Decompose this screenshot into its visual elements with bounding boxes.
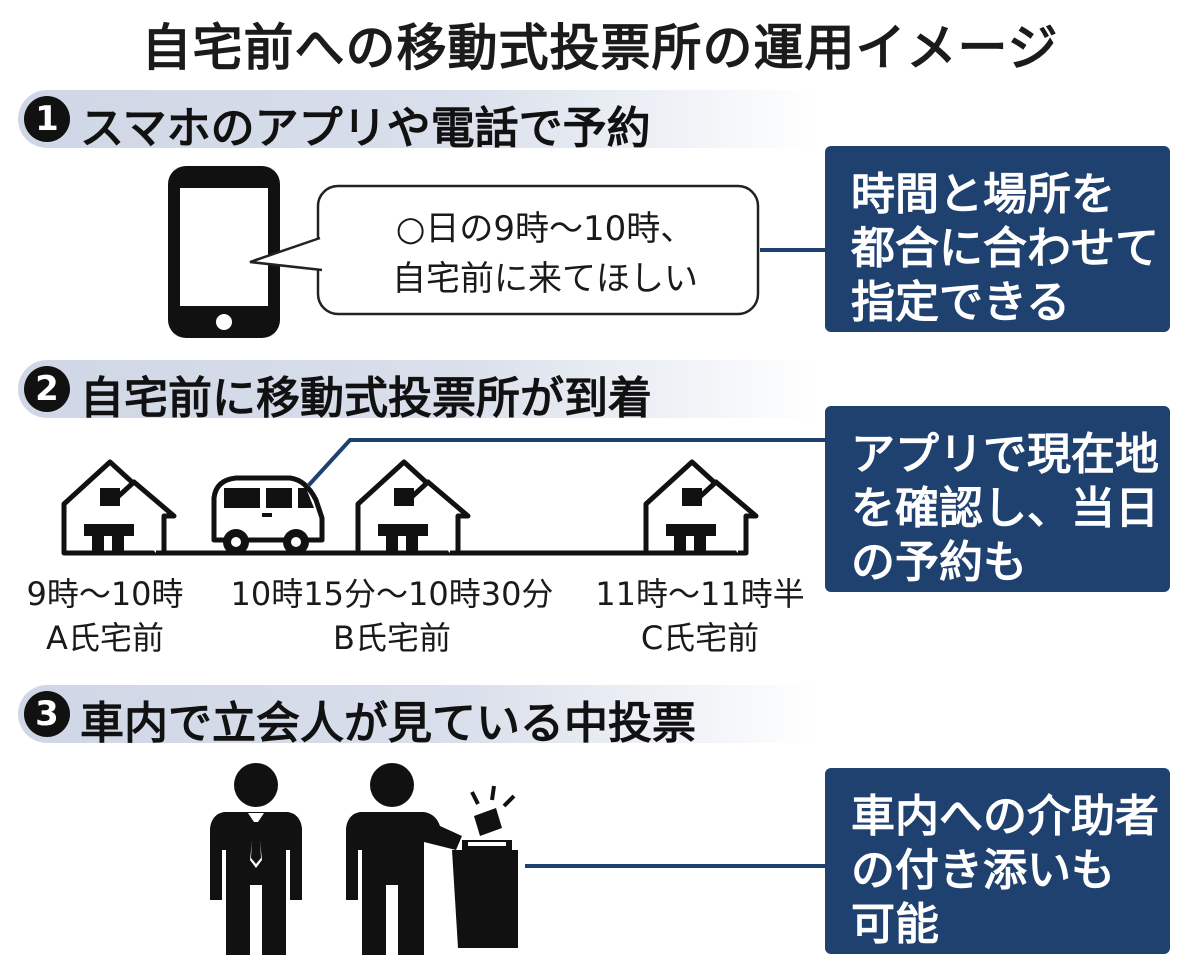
- info-box-2-line-3: の予約も: [851, 537, 1027, 588]
- step-1-number: 1: [24, 96, 70, 142]
- info-box-3-line-2: の付き添いも: [851, 845, 1115, 896]
- house-icon-c: [643, 459, 759, 556]
- info-box-1-line-3: 指定できる: [851, 277, 1071, 328]
- person-icon-2: [346, 763, 462, 955]
- house-c-name: C氏宅前: [640, 619, 760, 657]
- house-b-time: 10時15分～10時30分: [230, 575, 554, 613]
- info-box-3-line-1: 車内への介助者: [851, 791, 1159, 842]
- house-a-time: 9時～10時: [26, 575, 184, 613]
- connector-line-2: [306, 438, 825, 488]
- ballot-box-icon: [452, 785, 518, 948]
- house-icon-b: [355, 459, 471, 556]
- step-3-bar: [18, 685, 818, 743]
- step-2-number: 2: [24, 366, 70, 412]
- info-box-2-line-2: を確認し、当日: [851, 483, 1159, 534]
- speech-bubble-text: ○日の9時～10時、 自宅前に来てほしい: [340, 204, 750, 304]
- smartphone-icon: [168, 166, 280, 338]
- info-box-1-line-2: 都合に合わせて: [851, 223, 1159, 274]
- info-box-3-line-3: 可能: [851, 899, 939, 950]
- house-a-name: A氏宅前: [46, 619, 164, 657]
- info-box-2: アプリで現在地 を確認し、当日 の予約も: [825, 406, 1170, 592]
- speech-bubble-icon: [249, 184, 760, 316]
- house-label-a: 9時～10時 A氏宅前: [10, 572, 200, 660]
- page-title: 自宅前への移動式投票所の運用イメージ: [141, 19, 1059, 77]
- step-2-bar: [18, 360, 818, 418]
- van-icon: [211, 475, 325, 555]
- person-icon-1: [210, 763, 302, 955]
- step-2-text: 自宅前に移動式投票所が到着: [80, 373, 652, 424]
- house-b-name: B氏宅前: [333, 619, 451, 657]
- info-box-3: 車内への介助者 の付き添いも 可能: [825, 768, 1170, 954]
- info-box-1: 時間と場所を 都合に合わせて 指定できる: [825, 146, 1170, 332]
- house-icon-a: [61, 459, 177, 556]
- step-3-text: 車内で立会人が見ている中投票: [80, 698, 696, 749]
- house-label-b: 10時15分～10時30分 B氏宅前: [212, 572, 572, 660]
- step-1-bar: [18, 90, 818, 148]
- house-c-time: 11時～11時半: [595, 575, 805, 613]
- bubble-line-1: ○日の9時～10時、: [395, 209, 695, 249]
- bubble-line-2: 自宅前に来てほしい: [392, 259, 698, 299]
- info-box-1-line-1: 時間と場所を: [851, 169, 1115, 220]
- info-box-2-line-1: アプリで現在地: [851, 429, 1159, 480]
- step-1-text: スマホのアプリや電話で予約: [80, 103, 651, 154]
- house-label-c: 11時～11時半 C氏宅前: [580, 572, 820, 660]
- step-3-number: 3: [24, 691, 70, 737]
